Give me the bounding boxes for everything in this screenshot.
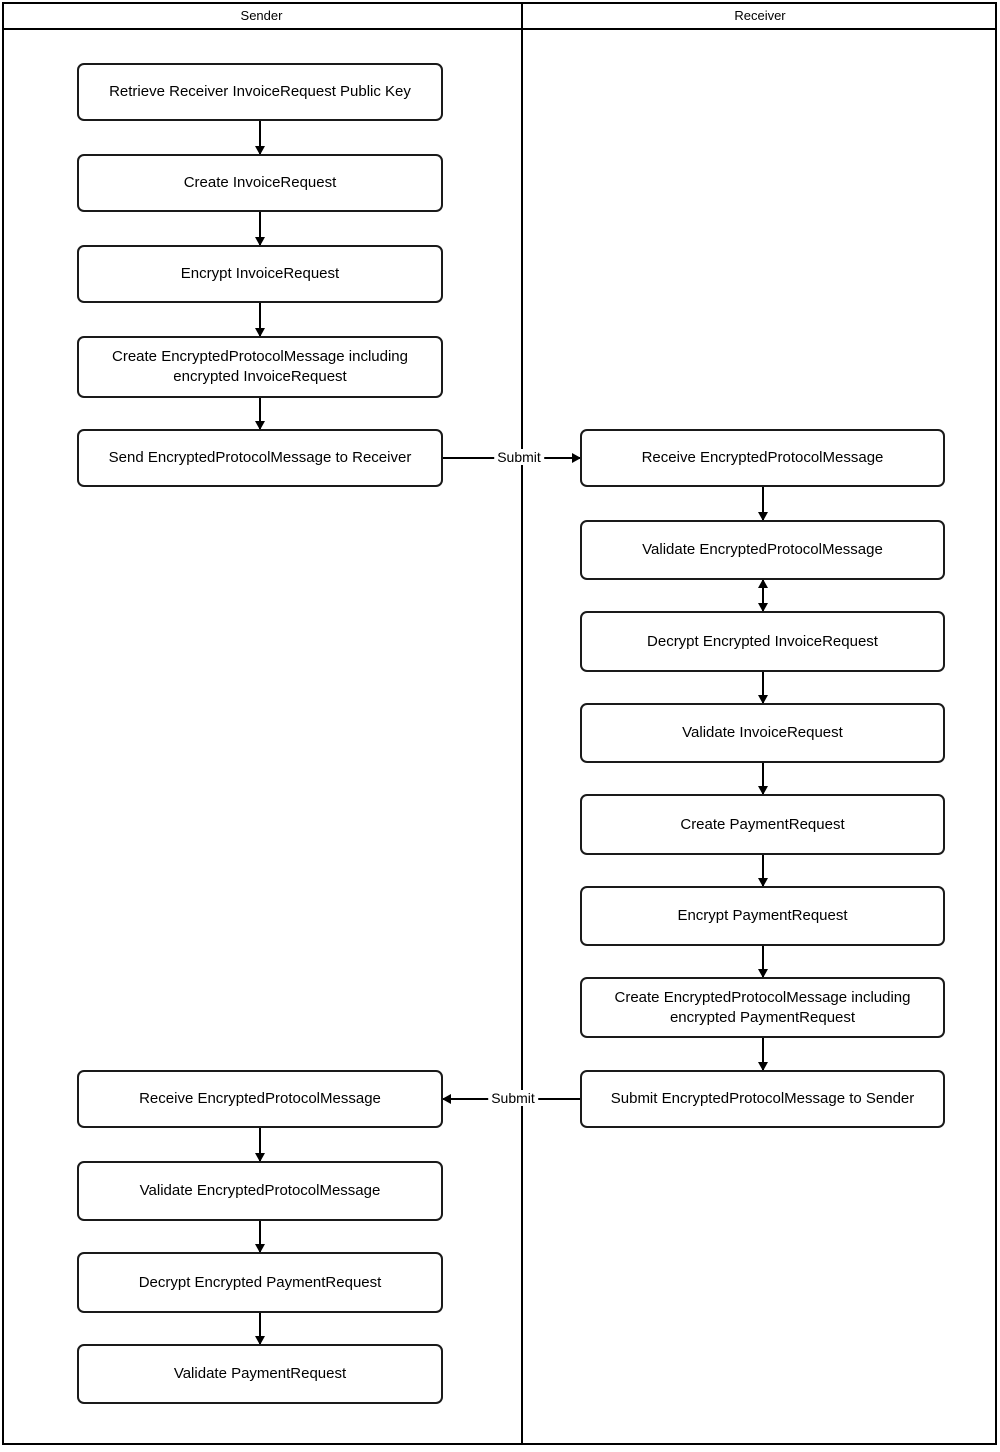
node-submit-epm-to-sender[interactable]: Submit EncryptedProtocolMessage to Sende… xyxy=(580,1070,945,1128)
connector-s7-to-s8 xyxy=(255,1221,265,1253)
connector-r2-to-r3-bidirectional xyxy=(758,579,768,612)
node-create-paymentrequest[interactable]: Create PaymentRequest xyxy=(580,794,945,855)
node-receive-epm-sender[interactable]: Receive EncryptedProtocolMessage xyxy=(77,1070,443,1128)
node-validate-invoicerequest[interactable]: Validate InvoiceRequest xyxy=(580,703,945,763)
connector-s6-to-s7 xyxy=(255,1128,265,1162)
node-create-invoicerequest[interactable]: Create InvoiceRequest xyxy=(77,154,443,212)
node-encrypt-paymentrequest[interactable]: Encrypt PaymentRequest xyxy=(580,886,945,946)
node-create-epm-invoicerequest[interactable]: Create EncryptedProtocolMessage includin… xyxy=(77,336,443,398)
node-receive-epm-receiver[interactable]: Receive EncryptedProtocolMessage xyxy=(580,429,945,487)
edge-label-submit-forward: Submit xyxy=(494,449,544,465)
connector-s2-to-s3 xyxy=(255,212,265,246)
node-validate-epm-sender[interactable]: Validate EncryptedProtocolMessage xyxy=(77,1161,443,1221)
connector-s3-to-s4 xyxy=(255,303,265,337)
node-encrypt-invoicerequest[interactable]: Encrypt InvoiceRequest xyxy=(77,245,443,303)
connector-r6-to-r7 xyxy=(758,946,768,978)
connector-r3-to-r4 xyxy=(758,672,768,704)
node-decrypt-encrypted-paymentrequest[interactable]: Decrypt Encrypted PaymentRequest xyxy=(77,1252,443,1313)
lane-divider xyxy=(521,2,523,1445)
node-validate-epm-receiver[interactable]: Validate EncryptedProtocolMessage xyxy=(580,520,945,580)
connector-s8-to-s9 xyxy=(255,1313,265,1345)
lane-header-band: Sender Receiver xyxy=(2,2,997,30)
edge-label-submit-back: Submit xyxy=(488,1090,538,1106)
node-decrypt-encrypted-invoicerequest[interactable]: Decrypt Encrypted InvoiceRequest xyxy=(580,611,945,672)
lane-header-sender: Sender xyxy=(240,8,283,23)
connector-r1-to-r2 xyxy=(758,487,768,521)
node-send-epm-to-receiver[interactable]: Send EncryptedProtocolMessage to Receive… xyxy=(77,429,443,487)
connector-r7-to-r8 xyxy=(758,1038,768,1071)
connector-r4-to-r5 xyxy=(758,763,768,795)
node-validate-paymentrequest[interactable]: Validate PaymentRequest xyxy=(77,1344,443,1404)
node-create-epm-paymentrequest[interactable]: Create EncryptedProtocolMessage includin… xyxy=(580,977,945,1038)
connector-s4-to-s5 xyxy=(255,398,265,430)
connector-r5-to-r6 xyxy=(758,855,768,887)
node-retrieve-receiver-public-key[interactable]: Retrieve Receiver InvoiceRequest Public … xyxy=(77,63,443,121)
connector-s1-to-s2 xyxy=(255,121,265,155)
lane-header-receiver: Receiver xyxy=(734,8,786,23)
